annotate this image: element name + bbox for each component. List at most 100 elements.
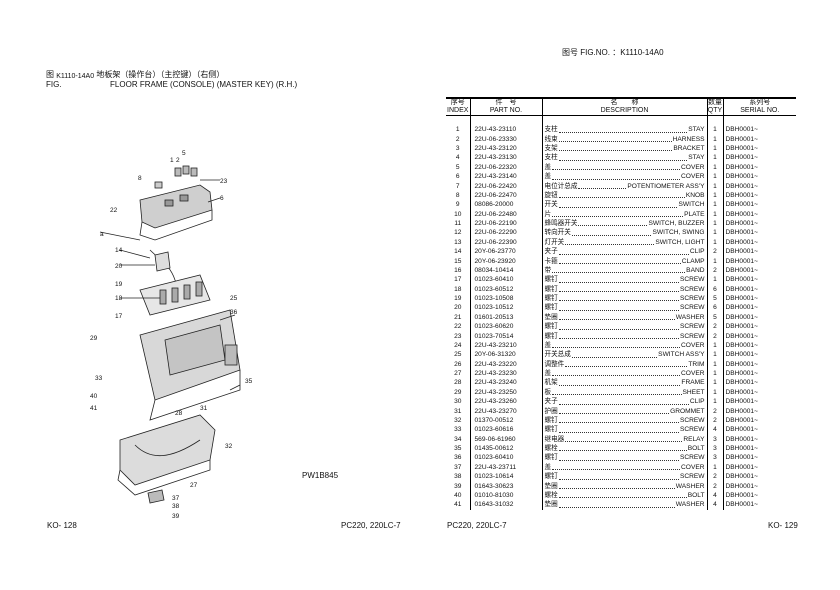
row-part-no: 22U-06-22480 <box>470 209 543 220</box>
row-part-no: 22U-43-23711 <box>470 462 543 473</box>
fig-number: K1110-14A0 <box>56 73 95 80</box>
row-qty: 1 <box>707 134 724 145</box>
row-desc-cn: 螺栓 <box>544 491 558 499</box>
row-leader-dots <box>558 300 679 302</box>
row-index: 25 <box>446 350 471 360</box>
row-leader-dots <box>558 422 679 424</box>
row-serial: DBH0001~ <box>725 416 758 424</box>
row-part-no: 20Y-06-31320 <box>470 350 543 360</box>
row-serial: DBH0001~ <box>725 388 758 396</box>
row-leader-dots <box>558 487 675 489</box>
row-desc-en: SCREW <box>679 285 705 293</box>
row-desc-en: WASHER <box>675 501 705 509</box>
row-desc-en: SCREW <box>679 276 705 284</box>
row-part-no: 22U-06-22190 <box>470 219 543 229</box>
callout-17: 17 <box>115 313 123 320</box>
row-desc-en: CLIP <box>689 398 705 406</box>
row-leader-dots <box>578 225 648 227</box>
row-desc-cn: 垫圈 <box>544 482 558 490</box>
row-serial: DBH0001~ <box>725 398 758 406</box>
row-leader-dots <box>578 187 627 189</box>
row-serial: DBH0001~ <box>725 463 758 471</box>
row-qty: 4 <box>707 500 724 510</box>
callout-19: 19 <box>115 281 123 288</box>
row-desc-cn: 支柱 <box>544 154 558 162</box>
row-part-no: 01643-30623 <box>470 481 543 491</box>
row-desc-cn: 盖 <box>544 173 552 181</box>
row-index: 1 <box>446 125 471 135</box>
row-part-no: 20Y-06-23770 <box>470 247 543 257</box>
row-desc-cn: 盖 <box>544 163 552 171</box>
row-desc-cn: 片 <box>544 210 552 218</box>
callout-32: 32 <box>225 443 233 450</box>
row-desc-cn: 夹子 <box>544 398 558 406</box>
row-qty: 1 <box>707 162 724 173</box>
row-leader-dots <box>558 262 681 264</box>
diagram-callouts: 5 1 2 8 23 6 22 a 14 20 19 18 17 25 36 2… <box>90 150 253 520</box>
footer-right-page: KO- 129 <box>768 521 798 530</box>
row-serial: DBH0001~ <box>725 154 758 162</box>
row-part-no: 01643-31032 <box>470 500 543 510</box>
row-part-no: 22U-43-23260 <box>470 397 543 407</box>
row-leader-dots <box>558 291 679 293</box>
row-serial: DBH0001~ <box>725 313 758 321</box>
footer-left-page: KO- 128 <box>47 521 77 530</box>
callout-18: 18 <box>115 295 123 302</box>
row-desc-en: SWITCH ASS'Y <box>658 351 705 359</box>
row-part-no: 01023-10614 <box>470 472 543 482</box>
row-desc-cn: 灯开关 <box>544 238 565 246</box>
row-serial: DBH0001~ <box>725 163 758 171</box>
row-desc-en: SWITCH, SWING <box>652 229 705 237</box>
row-index: 34 <box>446 434 471 445</box>
row-serial: DBH0001~ <box>725 435 758 443</box>
row-index: 5 <box>446 162 471 173</box>
row-serial: DBH0001~ <box>725 304 758 312</box>
row-part-no: 22U-06-22320 <box>470 162 543 173</box>
row-part-no: 22U-43-23110 <box>470 125 543 135</box>
row-desc-cn: 转向开关 <box>544 229 571 237</box>
row-index: 8 <box>446 190 471 201</box>
row-serial: DBH0001~ <box>725 454 758 462</box>
row-part-no: 01435-00612 <box>470 444 543 454</box>
row-desc-en: PLATE <box>684 210 705 218</box>
row-qty: 1 <box>707 369 724 379</box>
row-desc-en: CLIP <box>689 248 705 256</box>
row-qty: 2 <box>707 331 724 341</box>
row-qty: 4 <box>707 490 724 501</box>
fig-en-label: FIG. <box>46 80 62 89</box>
row-qty: 1 <box>707 172 724 182</box>
diagram-code: PW1B845 <box>302 471 339 480</box>
row-index: 38 <box>446 472 471 482</box>
row-qty: 1 <box>707 228 724 238</box>
row-leader-dots <box>558 384 681 386</box>
row-part-no: 22U-43-23230 <box>470 369 543 379</box>
row-desc-en: COVER <box>681 163 705 171</box>
row-serial: DBH0001~ <box>725 445 758 453</box>
row-serial: DBH0001~ <box>725 501 758 509</box>
row-leader-dots <box>552 394 682 396</box>
row-leader-dots <box>552 216 684 218</box>
row-leader-dots <box>558 403 689 405</box>
row-desc-en: COVER <box>681 341 705 349</box>
row-qty: 1 <box>707 181 724 191</box>
